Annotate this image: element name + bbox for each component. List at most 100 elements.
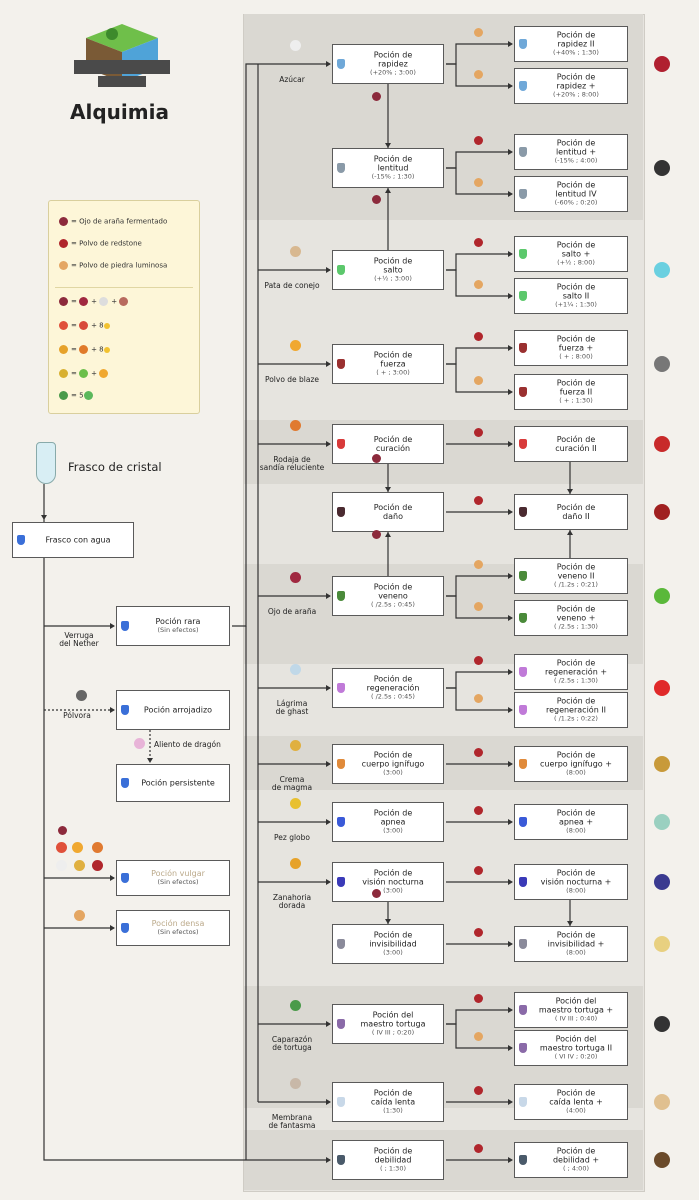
turtle-shell-icon <box>59 391 68 400</box>
modifier-icon <box>474 496 483 505</box>
potion-icon <box>337 759 345 769</box>
mushroom-icon <box>99 297 109 306</box>
potion-effect: (4:00) <box>566 1106 586 1115</box>
arrow-head <box>508 441 513 447</box>
upgraded-potion-box: Poción del maestro tortuga +( IV III ; 0… <box>514 992 628 1028</box>
arrow-head <box>326 593 331 599</box>
ingredient-icon <box>290 740 301 751</box>
redstone-icon <box>92 860 103 871</box>
modifier-icon <box>474 694 483 703</box>
potion-name: Poción de regeneración <box>366 674 420 693</box>
connector-line <box>446 43 512 65</box>
potion-name: Poción de veneno <box>373 582 413 601</box>
potion-icon <box>519 613 527 623</box>
arrow-head <box>326 267 331 273</box>
scute-icon <box>83 391 93 400</box>
water-bottle-icon <box>17 535 25 545</box>
upgraded-potion-box: Poción de regeneración +( /2.5s ; 1:30) <box>514 654 628 690</box>
potion-effect: ( /1.2s ; 0:21) <box>554 580 598 589</box>
potion-effect: ( IV III ; 0:40) <box>554 1014 598 1023</box>
potion-icon <box>519 1005 527 1015</box>
potion-label: Poción de fuerza( + ; 3:00) <box>349 351 437 378</box>
potion-icon <box>519 759 527 769</box>
upgraded-potion-box: Poción de apnea +(8:00) <box>514 804 628 840</box>
awkward-potion-icon <box>121 621 129 631</box>
awkward-potion-box: Poción rara(Sin efectos) <box>116 606 230 646</box>
potion-name: Poción de caída lenta <box>370 1088 416 1107</box>
fermented-eye-icon <box>372 92 381 101</box>
potion-label: Poción de veneno +( /2.5s ; 1:30) <box>531 605 621 632</box>
mundane-potion-icon <box>121 873 129 883</box>
modifier-icon <box>474 1086 483 1095</box>
potion-name: Poción de veneno + <box>556 604 596 623</box>
potion-label: Poción de curación II <box>531 435 621 453</box>
potion-icon <box>337 939 345 949</box>
redstone-dust-icon <box>59 239 68 248</box>
arrow-head <box>508 251 513 257</box>
potion-name: Poción del maestro tortuga <box>360 1010 426 1029</box>
potion-box: Poción de daño <box>332 492 444 532</box>
effect-icon <box>654 1094 670 1110</box>
effect-icon <box>654 588 670 604</box>
connector-line <box>446 671 512 689</box>
potion-icon <box>519 507 527 517</box>
potion-name: Poción de debilidad + <box>552 1146 600 1165</box>
potion-effect: (8:00) <box>566 948 586 957</box>
potion-box: Poción de visión nocturna(3:00) <box>332 862 444 902</box>
connector-line <box>446 269 512 297</box>
connector-line <box>446 63 512 87</box>
potion-effect: (3:00) <box>383 886 403 895</box>
melon-slice-icon <box>92 842 103 853</box>
slimeball-icon <box>79 369 89 378</box>
blaze-powder-icon <box>99 369 109 378</box>
arrow-head <box>385 188 391 193</box>
mundane-potion-box: Poción vulgar(Sin efectos) <box>116 860 230 896</box>
potion-name: Poción de visión nocturna + <box>540 868 612 887</box>
potion-icon <box>519 705 527 715</box>
upgraded-potion-box: Poción de lentitud +(-15% ; 4:00) <box>514 134 628 170</box>
arrow-head <box>508 615 513 621</box>
potion-label: Poción del maestro tortuga II( VI IV ; 0… <box>531 1035 621 1062</box>
glowstone-dust-icon <box>59 261 68 270</box>
potion-icon <box>337 59 345 69</box>
legend-recipe-1: = + + <box>59 297 131 306</box>
nether-wart-label: Verruga del Nether <box>59 631 99 648</box>
modifier-icon <box>474 1032 483 1041</box>
potion-name: Poción de veneno II <box>556 562 596 581</box>
potion-name: Poción de rapidez + <box>556 72 596 91</box>
potion-name: Poción del maestro tortuga II <box>539 1034 613 1053</box>
glistering-melon-icon <box>59 321 68 330</box>
potion-icon <box>337 163 345 173</box>
legend-recipe-3: = + 8 <box>59 345 113 354</box>
carrot-icon <box>79 345 89 354</box>
potion-label: Poción de curación <box>349 435 437 453</box>
potion-effect: ( ; 1:30) <box>380 1164 406 1173</box>
effect-icon <box>654 356 670 372</box>
modifier-icon <box>474 70 483 79</box>
glass-bottle-icon <box>36 442 56 484</box>
modifier-icon <box>474 866 483 875</box>
potion-label: Poción de rapidez II(+40% ; 1:30) <box>531 31 621 58</box>
fermented-eye-icon <box>372 889 381 898</box>
potion-label: Poción de lentitud IV(-60% ; 0:20) <box>531 181 621 208</box>
ingredient-icon <box>290 40 301 51</box>
upgraded-potion-box: Poción de fuerza +( + ; 8:00) <box>514 330 628 366</box>
ingredient-icon <box>290 572 301 583</box>
potion-label: Poción de caída lenta +(4:00) <box>531 1089 621 1116</box>
ingredient-label: Rodaja de sandía reluciente <box>259 455 325 472</box>
potion-icon <box>519 1155 527 1165</box>
potion-name: Poción de salto <box>373 256 413 275</box>
potion-effect: (8:00) <box>566 886 586 895</box>
potion-icon <box>519 249 527 259</box>
modifier-icon <box>474 560 483 569</box>
potion-name: Poción del maestro tortuga + <box>538 996 614 1015</box>
fermented-eye-icon <box>372 195 381 204</box>
arrow-head <box>326 61 331 67</box>
potion-effect: ( + ; 1:30) <box>559 396 593 405</box>
potion-icon <box>519 39 527 49</box>
potion-label: Poción de debilidad( ; 1:30) <box>349 1147 437 1174</box>
ingredient-icon <box>290 858 301 869</box>
splash-potion-icon <box>121 705 129 715</box>
potion-name: Poción de regeneración II <box>545 696 607 715</box>
potion-icon <box>519 1043 527 1053</box>
